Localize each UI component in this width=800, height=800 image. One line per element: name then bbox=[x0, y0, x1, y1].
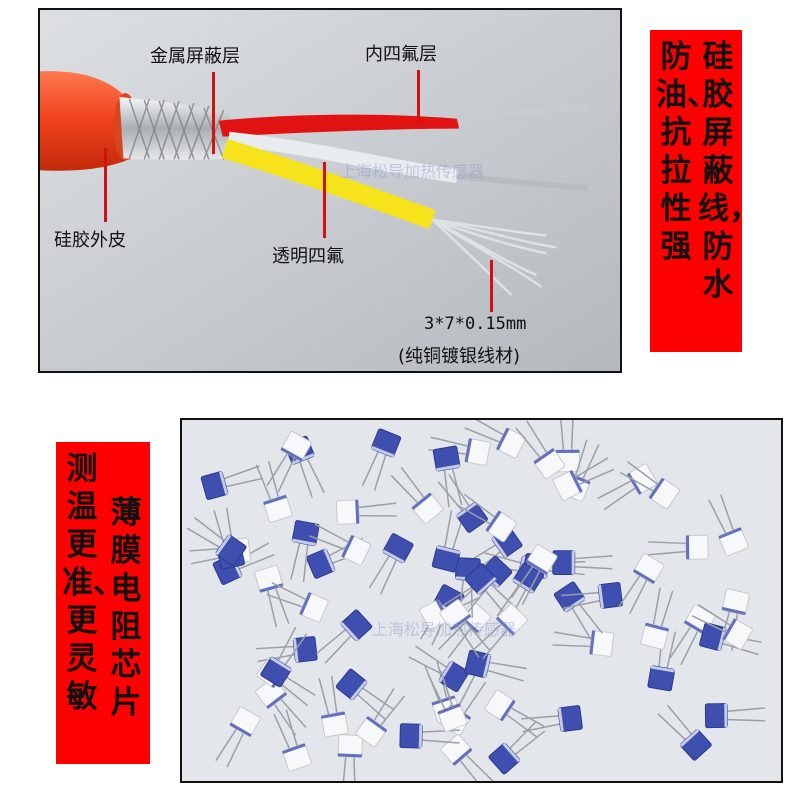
sensor-chip bbox=[432, 445, 463, 508]
sensor-chip bbox=[318, 675, 349, 738]
sensor-chip bbox=[186, 517, 247, 566]
sensor-chip bbox=[552, 550, 613, 576]
left-feature-banner: 测温更准、更灵敏 薄膜电阻芯片 bbox=[56, 442, 150, 764]
sensor-chip bbox=[619, 461, 680, 510]
sensor-chip bbox=[510, 544, 558, 605]
sensor-chip bbox=[708, 494, 749, 557]
pointer-jacket bbox=[104, 148, 107, 222]
chip-photo bbox=[182, 420, 781, 781]
sensor-chip bbox=[428, 436, 491, 466]
sensor-chip bbox=[484, 689, 545, 738]
sensor-chip bbox=[255, 460, 293, 523]
sensor-chip bbox=[488, 720, 546, 775]
sensor-chip bbox=[355, 688, 405, 748]
sensor-chip bbox=[260, 626, 308, 688]
jacket-label: 硅胶外皮 bbox=[54, 230, 126, 251]
right-banner-col1: 硅胶屏蔽线，防水 bbox=[698, 39, 760, 303]
sensor-chip bbox=[361, 428, 402, 491]
sensor-chip bbox=[552, 630, 615, 657]
sensor-chip bbox=[335, 499, 397, 525]
pointer-shield bbox=[212, 72, 215, 154]
pointer-spec bbox=[490, 260, 493, 312]
sensor-chip bbox=[266, 431, 312, 493]
material-label: (纯铜镀银线材) bbox=[398, 346, 521, 367]
spec-label: 3*7*0.15mm bbox=[424, 314, 527, 334]
sensor-chip bbox=[691, 604, 753, 650]
pointer-clear-fluoro bbox=[323, 162, 326, 238]
shield-label: 金属屏蔽层 bbox=[150, 46, 240, 67]
sensor-chip bbox=[390, 466, 444, 525]
sensor-chip bbox=[399, 723, 460, 749]
sensor-chip bbox=[290, 520, 320, 583]
sensor-chip bbox=[618, 553, 665, 614]
sensor-chip bbox=[464, 420, 527, 459]
sensor-chip bbox=[315, 609, 373, 664]
sensor-chip bbox=[640, 587, 674, 650]
sensor-chip bbox=[561, 581, 623, 610]
clear-fluoro-label: 透明四氟 bbox=[272, 246, 344, 267]
sensor-chip bbox=[215, 706, 261, 768]
pointer-inner-fluoro bbox=[417, 70, 420, 124]
sensor-chip bbox=[515, 420, 566, 480]
sensor-chip bbox=[553, 581, 603, 641]
sensor-chip bbox=[657, 704, 712, 761]
right-feature-banner: 硅胶屏蔽线，防水 防油、抗拉性强 bbox=[650, 30, 760, 352]
sensor-chip bbox=[427, 670, 468, 733]
sensor-chip bbox=[200, 465, 264, 500]
left-banner-col1: 测温更准、更灵敏 bbox=[62, 451, 124, 715]
sensor-chip bbox=[647, 629, 677, 692]
sensor-chip bbox=[552, 457, 615, 501]
sensor-chip bbox=[704, 703, 766, 729]
sensor-chip bbox=[473, 603, 528, 660]
right-banner-col2: 防油、抗拉性强 bbox=[656, 39, 718, 265]
sensor-chip bbox=[521, 705, 583, 733]
watermark: 上海松导加热传感器 bbox=[340, 162, 485, 181]
sensor-chip bbox=[368, 533, 414, 595]
sensor-chip bbox=[309, 523, 372, 566]
chip-photo-panel: 上海松导加热传感器 bbox=[180, 418, 783, 783]
sensor-chip bbox=[456, 493, 517, 543]
left-banner-col2: 薄膜电阻芯片 bbox=[110, 495, 142, 721]
sensor-chip bbox=[337, 734, 364, 781]
sensor-chip bbox=[439, 599, 490, 658]
chip-watermark: 上海松导加热传感器 bbox=[372, 620, 517, 639]
sensor-chip bbox=[273, 709, 312, 772]
sensor-chip bbox=[431, 510, 465, 573]
cable-photo bbox=[40, 10, 620, 371]
sensor-chip bbox=[648, 534, 709, 560]
sensor-chip bbox=[335, 668, 395, 721]
cable-photo-panel: 金属屏蔽层 内四氟层 硅胶外皮 透明四氟 3*7*0.15mm (纯铜镀银线材)… bbox=[38, 8, 622, 373]
sensor-chip bbox=[266, 582, 329, 623]
inner-fluoro-label: 内四氟层 bbox=[365, 44, 437, 65]
